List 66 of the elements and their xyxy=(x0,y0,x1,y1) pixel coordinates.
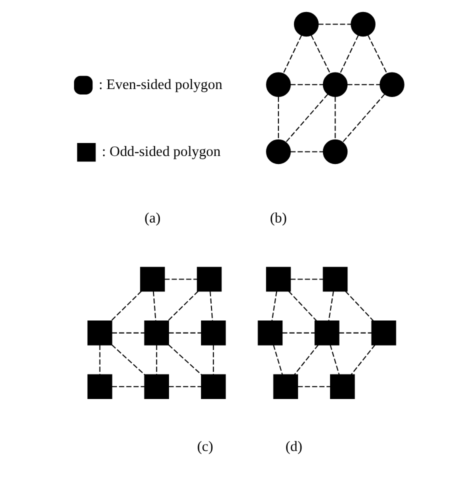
connector xyxy=(330,344,340,375)
connector xyxy=(350,344,376,375)
connector xyxy=(318,24,352,25)
connector xyxy=(110,290,142,322)
node-box xyxy=(144,374,169,400)
connector xyxy=(164,278,198,280)
connector xyxy=(338,332,372,334)
connector xyxy=(282,34,302,74)
connector xyxy=(368,34,388,74)
node-box xyxy=(266,266,291,292)
node-box xyxy=(196,266,222,292)
node-box xyxy=(314,320,340,346)
connector xyxy=(278,96,279,140)
connector xyxy=(168,332,202,334)
connector xyxy=(282,332,316,334)
connector xyxy=(290,84,324,86)
node-box xyxy=(201,320,226,346)
connector xyxy=(288,290,318,322)
legend-label: : Odd-sided polygon xyxy=(102,144,221,160)
connector xyxy=(290,151,324,152)
node-circle xyxy=(266,139,291,164)
connector xyxy=(342,94,385,142)
connector xyxy=(156,344,158,375)
node-box xyxy=(258,320,283,346)
connector xyxy=(168,386,202,388)
connector xyxy=(152,291,156,322)
node-circle xyxy=(322,139,348,164)
label: (b) xyxy=(270,210,287,227)
node-box xyxy=(371,320,396,346)
label: (a) xyxy=(144,210,161,227)
connector xyxy=(340,34,359,74)
connector xyxy=(112,344,145,376)
connector xyxy=(168,344,202,376)
node-box xyxy=(144,320,169,346)
connector xyxy=(334,96,336,140)
node-circle xyxy=(380,72,404,98)
legend-label: : Even-sided polygon xyxy=(98,77,222,93)
connector xyxy=(167,290,198,322)
connector xyxy=(290,278,324,280)
node-circle xyxy=(266,72,291,98)
connector xyxy=(286,94,328,142)
label: (c) xyxy=(197,438,214,455)
node-box xyxy=(273,374,298,400)
connector xyxy=(212,344,214,375)
connector xyxy=(294,344,319,375)
node-box xyxy=(201,374,226,400)
connector xyxy=(210,291,214,322)
connector xyxy=(298,386,331,388)
connector xyxy=(272,344,283,375)
connector xyxy=(328,291,334,322)
connector xyxy=(271,291,278,322)
connector xyxy=(310,34,331,74)
connector xyxy=(345,290,374,322)
node-box xyxy=(330,374,355,400)
connector xyxy=(112,332,145,334)
node-box xyxy=(87,374,112,400)
label: (d) xyxy=(286,438,302,455)
connector xyxy=(347,84,380,86)
node-circle xyxy=(350,12,376,37)
node-circle xyxy=(322,72,348,98)
node-box xyxy=(322,266,348,292)
connector xyxy=(112,386,145,388)
node-box xyxy=(87,320,112,346)
connector xyxy=(99,344,100,375)
node-circle xyxy=(294,12,319,37)
node-box xyxy=(140,266,165,292)
